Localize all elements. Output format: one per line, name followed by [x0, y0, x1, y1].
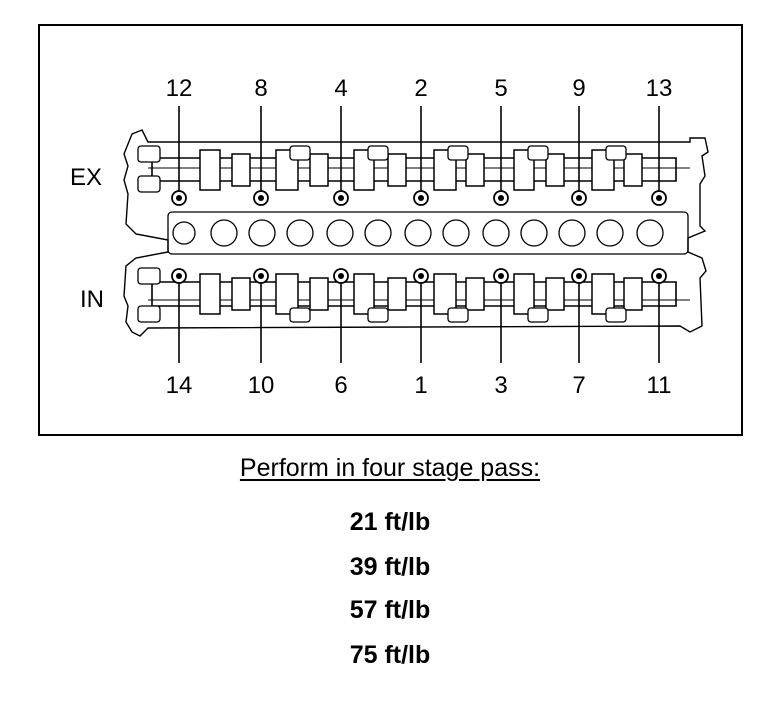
intake-bolt-11: 11 — [647, 268, 672, 399]
exhaust-bolt-number: 8 — [254, 75, 267, 102]
exhaust-bolt-2: 2 — [413, 75, 429, 206]
exhaust-bolt-9: 9 — [571, 75, 587, 206]
intake-bolt-number: 7 — [572, 372, 585, 399]
intake-bolt-1: 1 — [413, 268, 429, 399]
exhaust-bolt-number: 4 — [334, 75, 347, 102]
intake-bolt-6: 6 — [333, 268, 349, 399]
exhaust-bolt-number: 5 — [494, 75, 507, 102]
intake-bolt-number: 14 — [166, 372, 193, 399]
exhaust-bolt-8: 8 — [253, 75, 269, 206]
exhaust-bolt-12: 12 — [166, 75, 193, 206]
intake-bolt-10: 10 — [248, 268, 275, 399]
exhaust-bolt-4: 4 — [333, 75, 349, 206]
exhaust-bolt-number: 12 — [166, 75, 193, 102]
exhaust-bolt-number: 2 — [414, 75, 427, 102]
exhaust-bolt-13: 13 — [646, 75, 673, 206]
torque-stage-4: 75 ft/lb — [349, 641, 431, 669]
torque-stage-1: 21 ft/lb — [349, 508, 431, 536]
exhaust-camshaft — [137, 145, 677, 193]
intake-bolt-3: 3 — [493, 268, 509, 399]
exhaust-bolt-number: 9 — [572, 75, 585, 102]
intake-bolt-14: 14 — [166, 268, 193, 399]
exhaust-row-label: EX — [70, 164, 102, 191]
exhaust-bolt-number: 13 — [646, 75, 673, 102]
intake-bolt-number: 1 — [414, 372, 427, 399]
caption-title: Perform in four stage pass: — [239, 454, 541, 482]
intake-bolt-number: 11 — [647, 372, 672, 399]
torque-stage-2: 39 ft/lb — [349, 553, 431, 581]
intake-row-label: IN — [80, 286, 104, 313]
port-row — [167, 211, 689, 255]
exhaust-bolt-5: 5 — [493, 75, 509, 206]
intake-bolt-number: 10 — [248, 372, 275, 399]
torque-stage-3: 57 ft/lb — [349, 596, 431, 624]
intake-camshaft — [137, 267, 677, 323]
intake-bolt-number: 3 — [494, 372, 507, 399]
intake-bolt-7: 7 — [571, 268, 587, 399]
intake-bolt-number: 6 — [334, 372, 347, 399]
head-outline — [123, 129, 709, 337]
